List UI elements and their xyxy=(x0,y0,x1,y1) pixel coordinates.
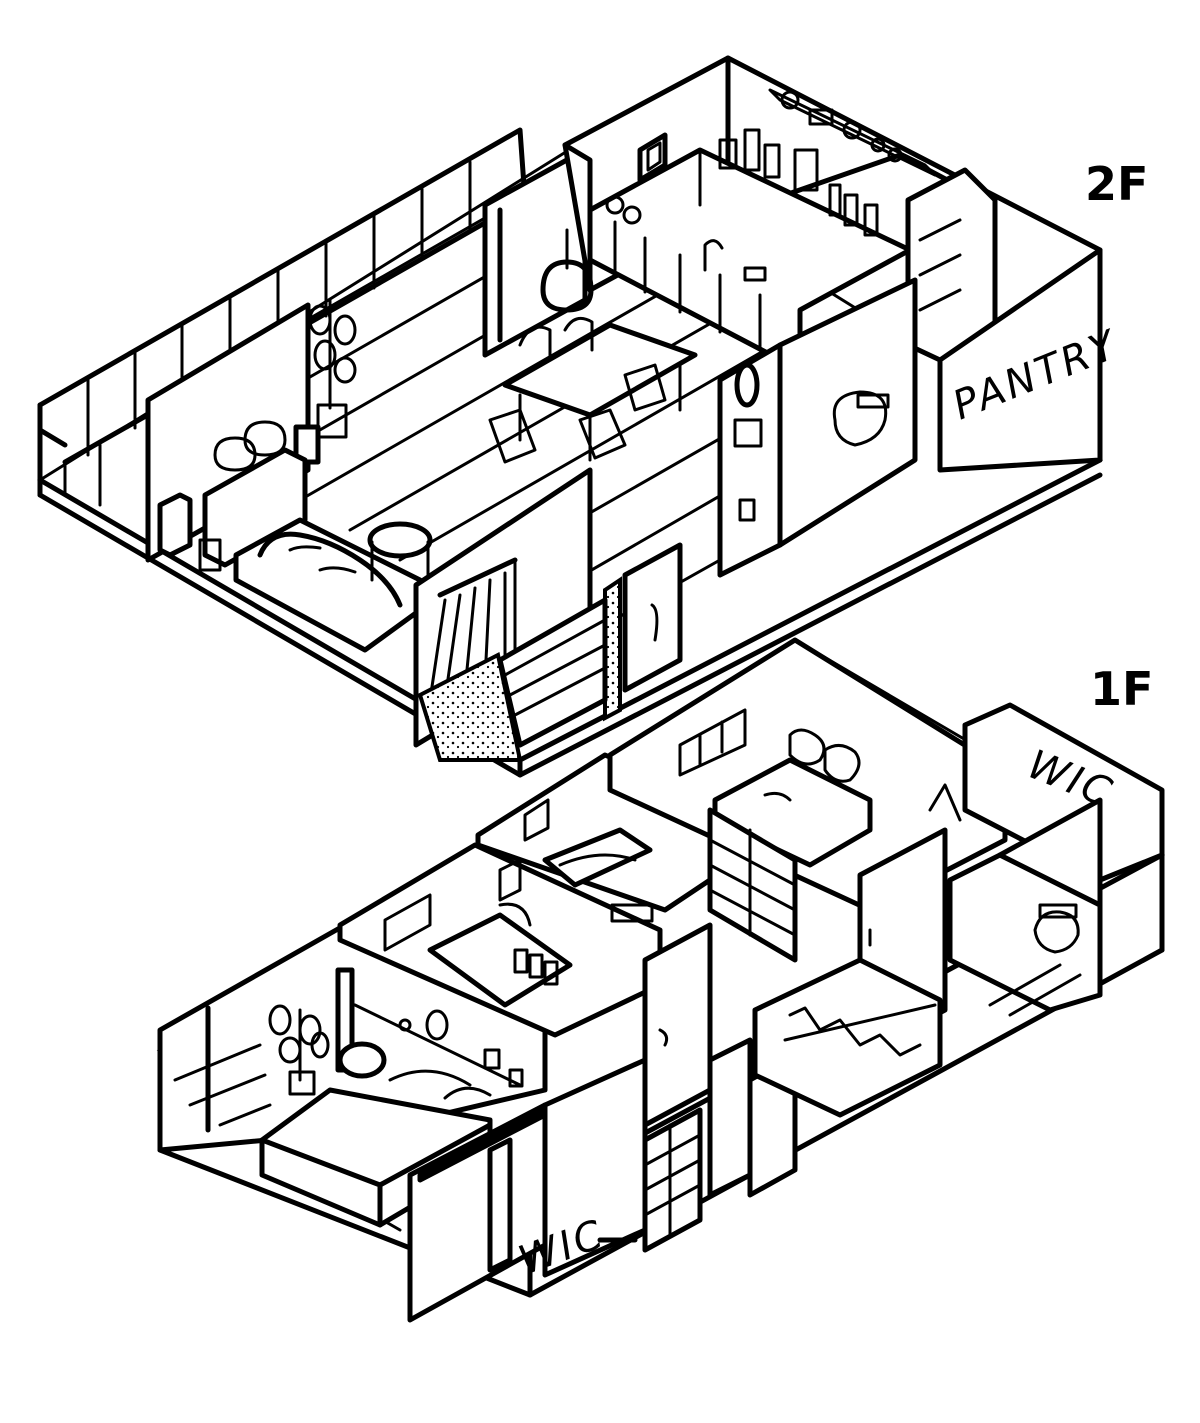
floor-1f-label: 1F xyxy=(1090,662,1153,716)
wic-left-room: WIC xyxy=(407,1057,648,1323)
dining-chairs xyxy=(488,316,667,464)
kitchen-bottles xyxy=(718,128,879,237)
kitchen-shelf xyxy=(768,88,937,177)
floor-1f: WIC xyxy=(156,637,1166,1323)
bedroom-plants xyxy=(268,1004,330,1096)
floor-2f: PANTRY 2F xyxy=(37,55,1148,778)
back-bedroom xyxy=(607,637,1008,913)
stairwell-2f xyxy=(417,576,622,762)
kitchen-counter xyxy=(587,147,913,373)
shoe-cabinet xyxy=(642,1107,703,1253)
bookshelf-1f xyxy=(707,807,798,963)
center-door xyxy=(622,542,683,693)
dining-table xyxy=(502,322,698,462)
bathroom-room xyxy=(777,277,918,548)
pantry-room: PANTRY xyxy=(937,247,1126,473)
kitchen-window xyxy=(637,132,668,183)
bedroom-shelf xyxy=(353,1003,524,1088)
stairs-1f xyxy=(752,957,943,1118)
living-plant xyxy=(308,298,357,439)
bath-partition xyxy=(717,342,783,578)
center-partition-wall xyxy=(482,147,588,358)
pendant-lamp xyxy=(540,228,594,313)
round-side-table xyxy=(367,521,433,582)
toilet-room-1f xyxy=(947,797,1103,1017)
left-cabinet xyxy=(157,492,222,572)
bathroom-sink xyxy=(733,362,763,522)
floor-2f-label: 2F xyxy=(1085,157,1148,211)
floor-lamp xyxy=(335,967,387,1079)
